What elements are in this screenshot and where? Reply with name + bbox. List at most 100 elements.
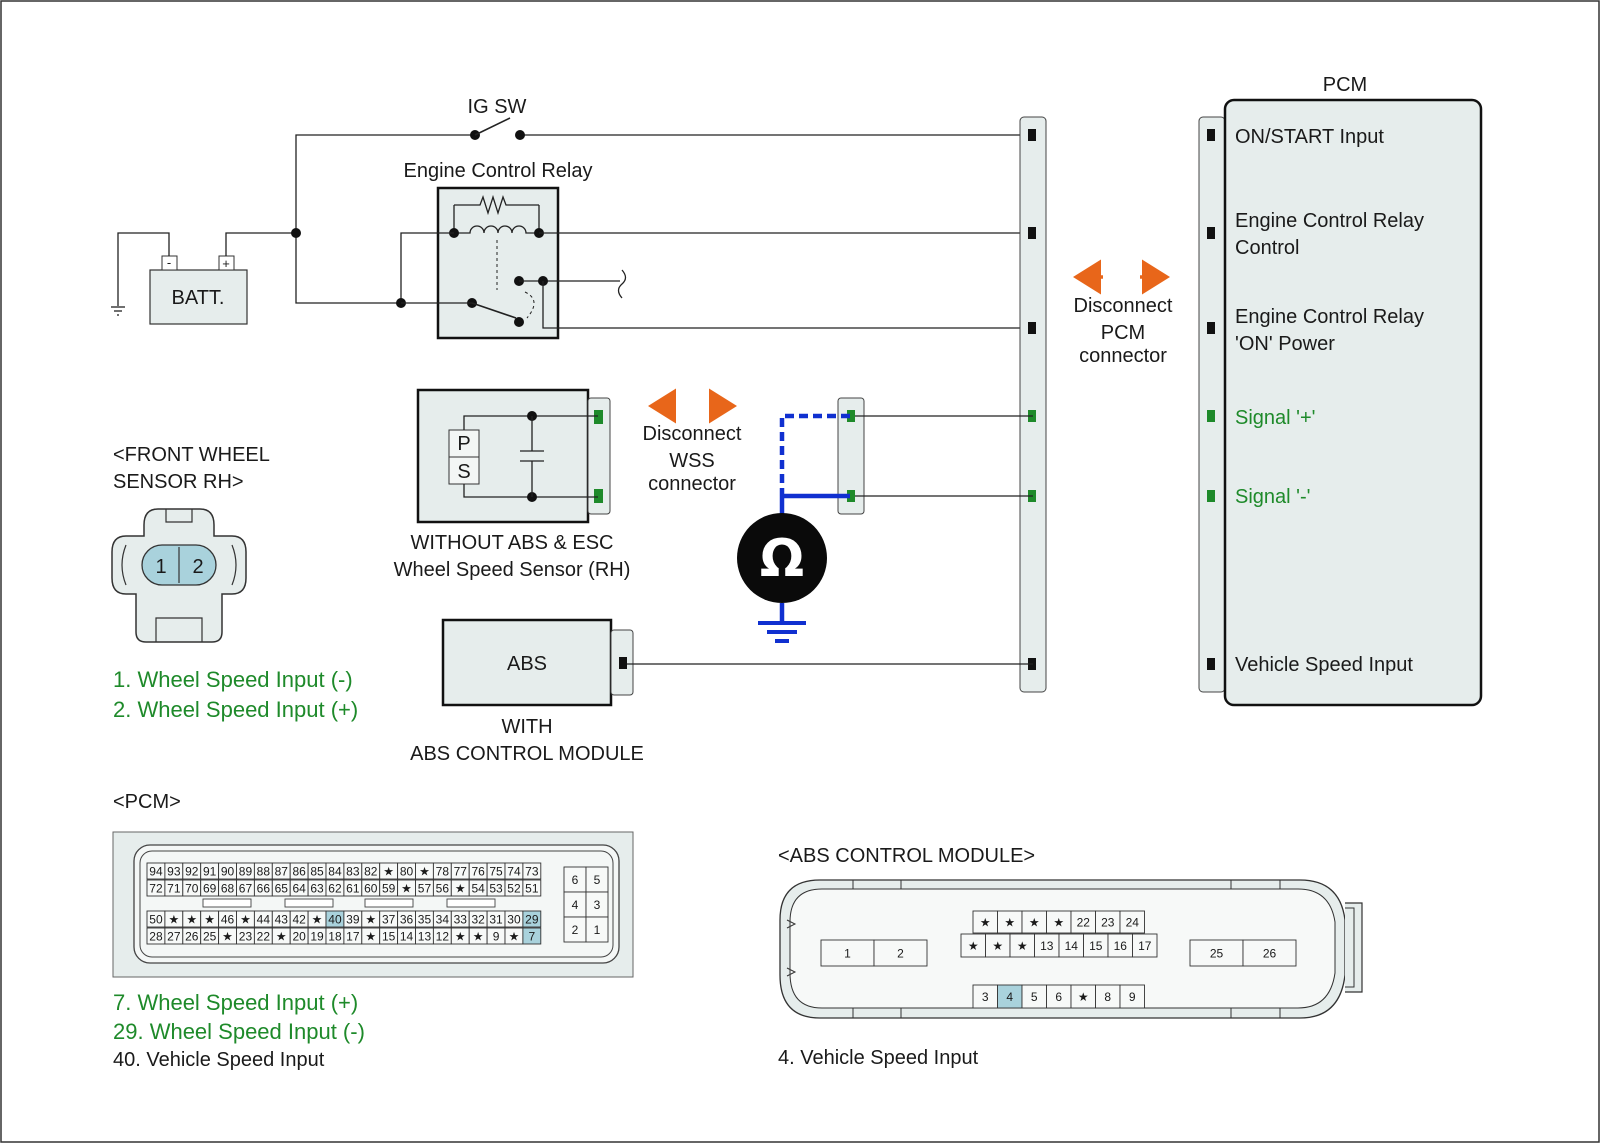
connector-pin: 84	[325, 862, 345, 880]
front-wheel-pin-1: 1	[155, 556, 166, 578]
connector-pin: 64	[289, 879, 309, 897]
abs-caption-1: WITH	[501, 716, 552, 738]
connector-pin: 66	[253, 879, 273, 897]
connector-pin-label: 39	[346, 913, 360, 927]
connector-pin: 78	[432, 862, 452, 880]
connector-pin: ★	[972, 910, 998, 934]
connector-pin-label: 66	[257, 882, 271, 896]
sensor-caption-1: WITHOUT ABS & ESC	[411, 532, 614, 554]
connector-pin-label: ★	[168, 913, 179, 927]
connector-pin-label: 50	[149, 913, 163, 927]
connector-pin: ★	[200, 910, 220, 928]
connector-pin-label: 14	[400, 930, 414, 944]
connector-pin: 6	[563, 866, 587, 893]
connector-pin: ★	[960, 933, 986, 958]
connector-pin: 13	[415, 927, 434, 945]
connector-pin: 93	[164, 862, 184, 880]
sensor-caption-2: Wheel Speed Sensor (RH)	[394, 559, 631, 581]
connector-pin: 61	[343, 879, 363, 897]
connector-pin: ★	[361, 927, 381, 945]
connector-pin-label: 6	[1055, 990, 1062, 1004]
connector-pin: ★	[997, 910, 1023, 934]
connector-pin-label: 8	[1104, 990, 1111, 1004]
connector-pin: 17	[1132, 933, 1158, 958]
connector-pin-label: 22	[257, 930, 271, 944]
connector-pin: 56	[432, 879, 452, 897]
connector-pin: ★	[164, 910, 184, 928]
connector-pin: ★	[271, 927, 291, 945]
disconnect-wss-line3: connector	[648, 473, 736, 495]
connector-pin-label: 67	[239, 882, 253, 896]
connector-pin: 91	[200, 862, 220, 880]
connector-pin-label: 35	[418, 913, 432, 927]
connector-pin-label: 3	[982, 990, 989, 1004]
connector-pin: ★	[218, 927, 237, 945]
connector-pin-label: 68	[221, 882, 235, 896]
connector-pin-label: 26	[185, 930, 199, 944]
connector-pin-label: 34	[436, 913, 450, 927]
sensor-p-label: P	[457, 433, 470, 455]
connector-pin-label: 32	[471, 913, 485, 927]
connector-pin-label: 54	[471, 882, 485, 896]
connector-pin-label: 64	[292, 882, 306, 896]
battery-pos-label: +	[222, 256, 230, 271]
connector-pin-label: 78	[436, 865, 450, 879]
connector-pin: ★	[307, 910, 327, 928]
connector-pin: 32	[468, 910, 488, 928]
connector-pin-label: ★	[1078, 990, 1089, 1004]
connector-pin: 44	[253, 910, 273, 928]
ohmmeter: Ω	[737, 513, 827, 603]
connector-pin: 5	[1021, 984, 1047, 1009]
connector-pin-label: 56	[436, 882, 450, 896]
connector-pin-label: ★	[204, 913, 215, 927]
connector-pin-label: 74	[507, 865, 521, 879]
ig-switch: IG SW	[468, 96, 527, 140]
connector-pin: 3	[972, 984, 998, 1009]
connector-pin-label: 25	[203, 930, 217, 944]
ig-switch-label: IG SW	[468, 96, 527, 118]
connector-pin-label: ★	[419, 865, 430, 879]
connector-pin-label: 16	[1114, 939, 1128, 953]
relay-label: Engine Control Relay	[404, 160, 593, 182]
connector-pin-label: 28	[149, 930, 163, 944]
connector-pin-label: 2	[897, 947, 904, 961]
connector-pin: 12	[432, 927, 452, 945]
connector-pin-label: 37	[382, 913, 396, 927]
connector-pin-label: 43	[275, 913, 289, 927]
pcm-legend-7: 7. Wheel Speed Input (+)	[113, 990, 358, 1015]
connector-pin-label: 30	[507, 913, 521, 927]
connector-pin: 29	[522, 910, 542, 928]
connector-pin-label: 1	[844, 947, 851, 961]
connector-pin-label: 88	[257, 865, 271, 879]
connector-pin: 54	[468, 879, 488, 897]
connector-pin-label: 6	[572, 873, 579, 887]
connector-pin-label: 93	[167, 865, 181, 879]
connector-pin: 46	[218, 910, 237, 928]
connector-pin-label: 87	[275, 865, 289, 879]
connector-pin: 4	[563, 891, 587, 918]
connector-pin: 65	[271, 879, 291, 897]
front-wheel-pin-2: 2	[192, 556, 203, 578]
connector-pin: 24	[1119, 910, 1145, 934]
connector-pin-label: 23	[239, 930, 253, 944]
pcm-legend-29: 29. Wheel Speed Input (-)	[113, 1019, 365, 1044]
connector-pin-label: 40	[328, 913, 342, 927]
wheel-speed-sensor	[416, 388, 611, 524]
connector-pin: ★	[182, 910, 202, 928]
connector-pin-label: 5	[594, 873, 601, 887]
connector-pin-label: 52	[507, 882, 521, 896]
connector-pin-label: 24	[1126, 916, 1140, 930]
connector-pin: 26	[1242, 939, 1297, 967]
connector-pin-label: 65	[275, 882, 289, 896]
connector-pin-label: 29	[525, 913, 539, 927]
connector-pin: 83	[343, 862, 363, 880]
connector-pin: 33	[450, 910, 470, 928]
battery-neg-label: -	[167, 255, 171, 270]
connector-pin-label: 15	[382, 930, 396, 944]
connector-pin: 74	[504, 862, 524, 880]
pcm-pin-label-signal-plus: Signal '+'	[1235, 407, 1315, 429]
connector-pin-label: ★	[1017, 939, 1028, 953]
abs-caption-2: ABS CONTROL MODULE	[410, 743, 644, 765]
ohmmeter-ground-icon	[758, 621, 806, 643]
